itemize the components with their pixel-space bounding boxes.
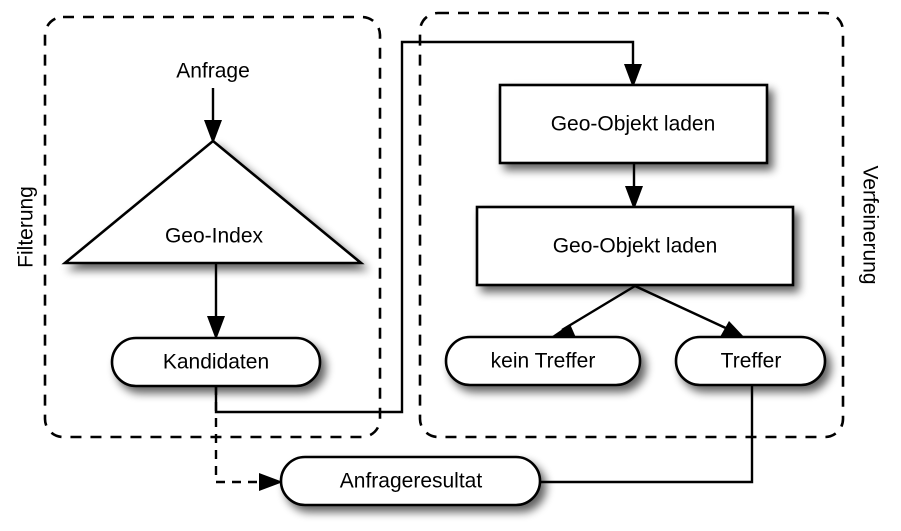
node-geo-objekt-laden-2-shape xyxy=(475,205,795,287)
node-anfrage-label: Anfrage xyxy=(176,60,250,83)
group-filterung-label: Filterung xyxy=(15,186,38,268)
node-kandidaten-shape xyxy=(110,336,322,388)
group-filterung-box xyxy=(43,15,382,439)
node-treffer-shape xyxy=(674,335,827,387)
node-geo-objekt-laden-1-label: Geo-Objekt laden xyxy=(551,113,716,136)
group-verfeinerung-box xyxy=(418,11,845,439)
node-anfrageresultat[interactable]: Anfrageresultat xyxy=(279,455,542,507)
node-treffer-label: Treffer xyxy=(721,350,782,373)
node-anfrageresultat-label: Anfrageresultat xyxy=(340,470,483,493)
edge-treffer-to-anfrageresultat xyxy=(540,385,754,484)
group-verfeinerung: Verfeinerung xyxy=(418,11,881,439)
node-geo-index-shape xyxy=(61,139,365,265)
edge-geo-index-to-kandidaten xyxy=(207,263,225,340)
node-geo-objekt-laden-2-label: Geo-Objekt laden xyxy=(553,235,718,258)
node-kandidaten[interactable]: Kandidaten xyxy=(110,336,322,388)
node-geo-objekt-laden-1-shape xyxy=(498,83,769,165)
edge-anfrage-to-geo-index xyxy=(204,88,222,144)
node-geo-index[interactable]: Geo-Index xyxy=(61,139,365,265)
node-geo-objekt-laden-1[interactable]: Geo-Objekt laden xyxy=(498,83,769,165)
node-kein-treffer-label: kein Treffer xyxy=(491,350,596,373)
edge-geo-objekt-laden-2-to-kein-treffer xyxy=(548,284,636,340)
node-kein-treffer[interactable]: kein Treffer xyxy=(444,335,642,387)
node-kein-treffer-shape xyxy=(444,335,642,387)
node-anfrageresultat-shape xyxy=(279,455,542,507)
group-filterung: Filterung xyxy=(15,15,382,439)
node-geo-index-label: Geo-Index xyxy=(165,225,264,248)
group-verfeinerung-label: Verfeinerung xyxy=(858,165,881,284)
node-kandidaten-label: Kandidaten xyxy=(163,351,269,374)
edge-geo-objekt-laden-2-to-treffer xyxy=(634,284,745,338)
node-geo-objekt-laden-2[interactable]: Geo-Objekt laden xyxy=(475,205,795,287)
node-treffer[interactable]: Treffer xyxy=(674,335,827,387)
edge-geo-objekt-laden-1-to-geo-objekt-laden-2 xyxy=(625,163,643,210)
edge-kandidaten-to-anfrageresultat xyxy=(214,386,283,491)
